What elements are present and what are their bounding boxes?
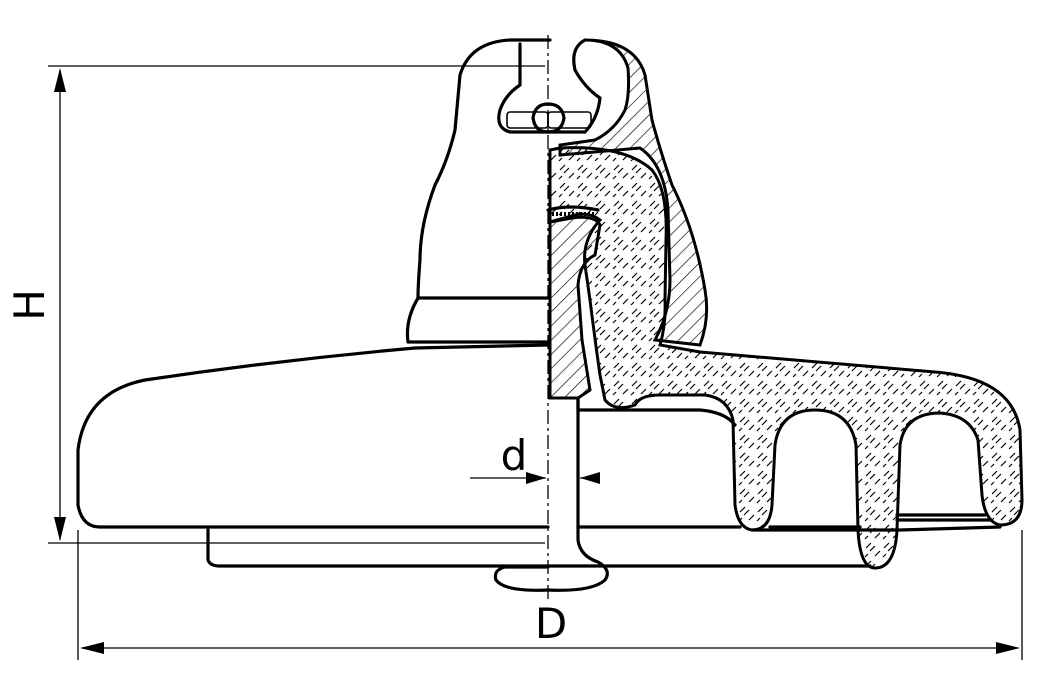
dimension-diameter-arrow-left bbox=[80, 642, 104, 654]
pin-head-section bbox=[546, 102, 566, 134]
cap-socket-exterior bbox=[497, 42, 550, 134]
shed-underside bbox=[576, 396, 737, 427]
dimension-height-arrow-bottom bbox=[54, 517, 66, 541]
diameter-label: D bbox=[535, 599, 567, 648]
cement-layer bbox=[546, 205, 600, 212]
cap-exterior bbox=[405, 38, 552, 344]
cotter-pin-section bbox=[547, 111, 592, 129]
dimension-height: H bbox=[5, 65, 545, 544]
dimension-pin-arrow-right bbox=[580, 472, 600, 484]
shed-ribs-bottom bbox=[576, 513, 992, 529]
cap-socket-section bbox=[546, 38, 602, 134]
insulator-section-view bbox=[546, 38, 1024, 592]
porcelain-section bbox=[548, 146, 1024, 570]
shed-lower-rim-section bbox=[546, 525, 1002, 568]
dimension-diameter-arrow-right bbox=[996, 642, 1020, 654]
pin-section bbox=[548, 215, 602, 400]
shed-exterior bbox=[76, 343, 550, 529]
height-label: H bbox=[5, 289, 54, 321]
insulator-exterior-view bbox=[76, 38, 552, 592]
dimension-pin-arrow-left bbox=[526, 472, 546, 484]
pin-head-exterior bbox=[531, 102, 550, 134]
cotter-pin-exterior bbox=[506, 111, 549, 129]
dimension-height-arrow-top bbox=[54, 68, 66, 92]
shed-lower-rim bbox=[206, 528, 550, 568]
pin-shank-right bbox=[546, 396, 609, 592]
pin-bottom-exterior bbox=[493, 565, 550, 592]
dimension-pin-diameter: d bbox=[470, 431, 600, 484]
pin-diameter-label: d bbox=[501, 431, 528, 480]
dimension-diameter: D bbox=[77, 530, 1023, 660]
